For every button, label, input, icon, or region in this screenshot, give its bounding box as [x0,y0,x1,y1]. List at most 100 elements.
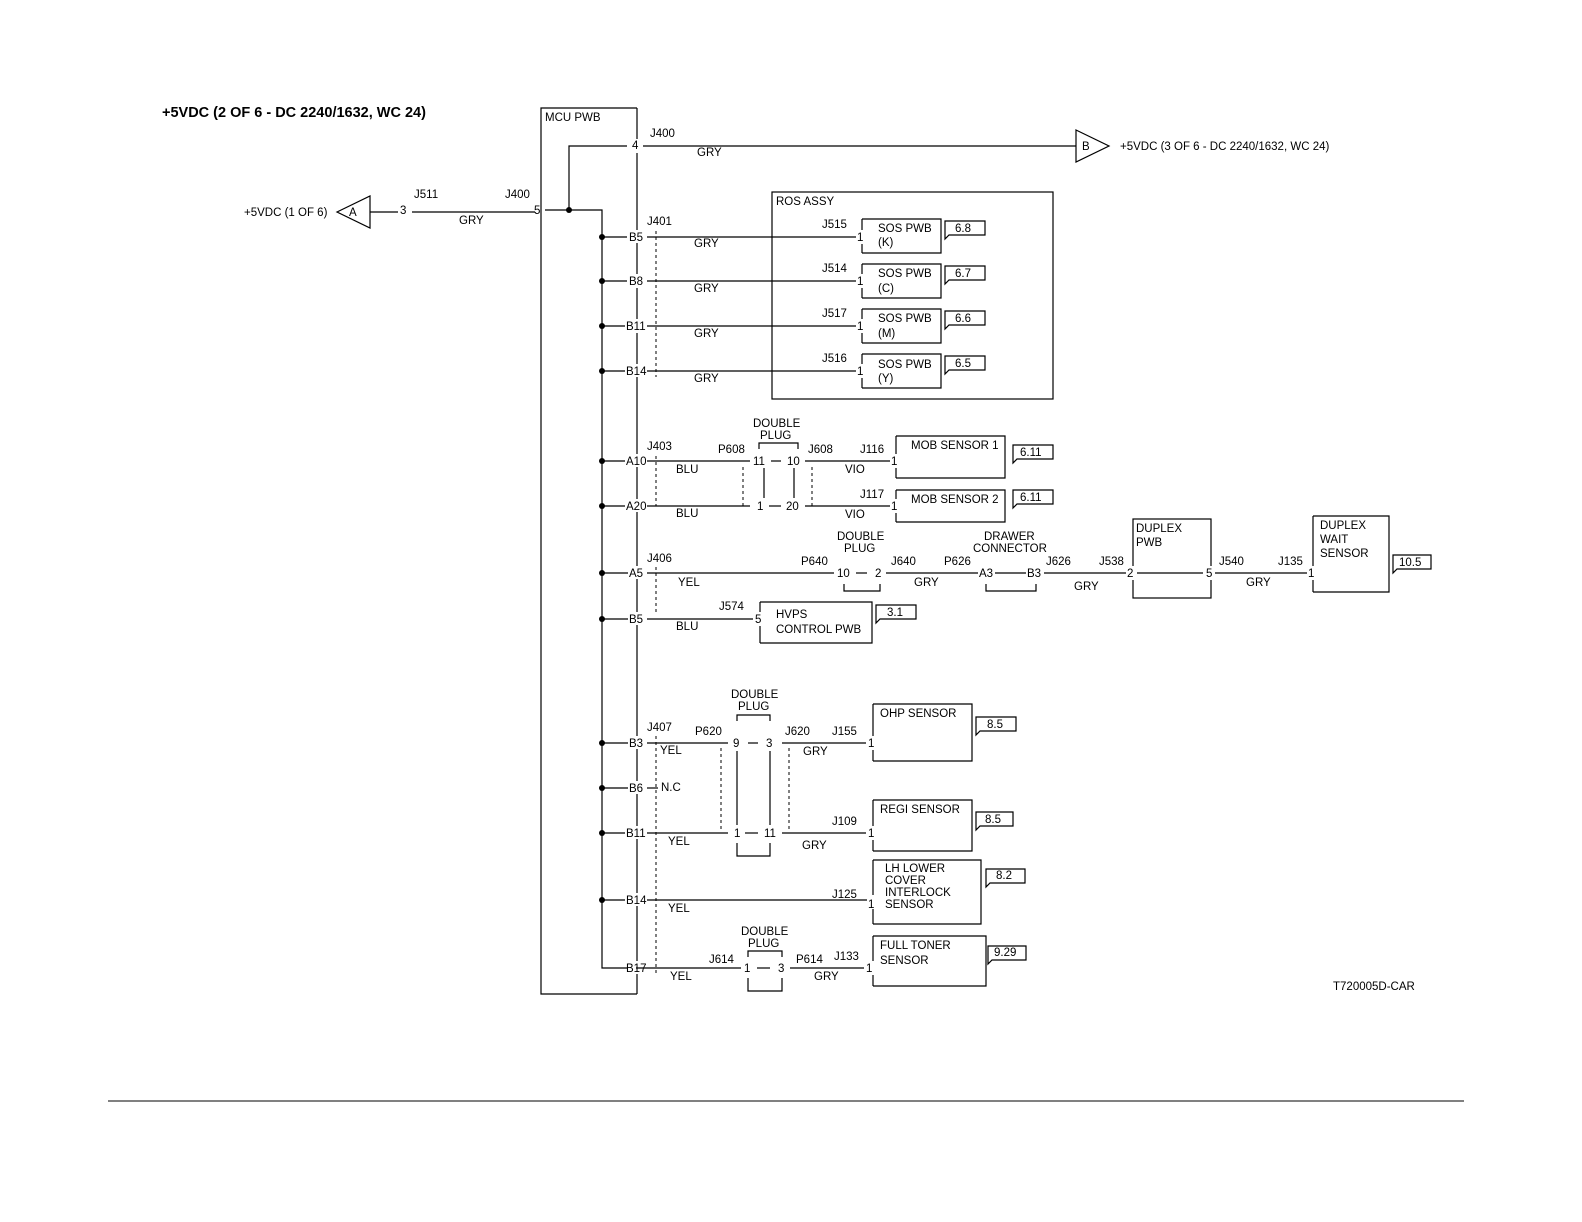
duplex-sensor-line1: DUPLEX [1320,520,1366,532]
wire-yel-b3: YEL [660,745,682,757]
wire-gry-toner: GRY [814,971,839,983]
lh-line4: SENSOR [885,899,934,911]
p640-label: P640 [801,556,828,568]
regi-pin: 1 [868,828,874,840]
double-plug-1 [758,442,799,498]
p620-label: P620 [695,726,722,738]
hvps-pin: 5 [755,614,761,626]
input-pin-3: 3 [400,205,406,217]
mob-sensor-2-name: MOB SENSOR 2 [911,494,999,506]
mob1-pin: 1 [891,456,897,468]
ref-tag-sos-c: 6.7 [944,265,986,286]
regi-sensor-name: REGI SENSOR [880,804,960,816]
pin-b6: B6 [629,783,643,795]
j133-label: J133 [834,951,859,963]
input-wire-color: GRY [459,215,484,227]
ref-tag-toner: 9.29 [987,945,1027,966]
wire-gry-sos-m: GRY [694,328,719,340]
p626-label: P626 [944,556,971,568]
ref-duplex: 10.5 [1399,557,1421,569]
sos-m-name: SOS PWB [878,313,932,325]
wire-gry-sos-c: GRY [694,283,719,295]
sos-y-sub: (Y) [878,373,894,385]
ref-tag-regi: 8.5 [975,811,1014,832]
mob2-pin: 1 [891,501,897,513]
j620-label: J620 [785,726,810,738]
double-plug-3-line1: DOUBLE [731,689,779,701]
j574-label: J574 [719,601,745,613]
lh-lower-cover-interlock-sensor: LH LOWER COVER INTERLOCK SENSOR [872,859,982,925]
j109-label: J109 [832,816,857,828]
j117-label: J117 [860,489,884,501]
ros-assy-box: ROS ASSY [771,191,1054,400]
sos-c-pin: 1 [857,276,863,288]
p608-label: P608 [718,444,745,456]
wire-gry-j626: GRY [1074,581,1099,593]
hvps-control-pwb: HVPS CONTROL PWB [759,601,873,644]
wire-gry-sos-k: GRY [694,238,719,250]
double-plug-1-line1: DOUBLE [753,418,801,430]
bus-junctions [599,234,605,903]
j626-label: J626 [1046,556,1071,568]
wire-vio-1: VIO [845,464,865,476]
wire-gry-j640: GRY [914,577,939,589]
ref-sos-c: 6.7 [955,268,971,280]
j608-pin20: 20 [786,501,799,513]
toner-line2: SENSOR [880,955,929,967]
mcu-pin-labels: B5 B8 B11 B14 A10 A20 A5 B5 B3 B6 B11 B1… [626,232,647,975]
lh-pin: 1 [868,899,874,911]
double-plug-4-line1: DOUBLE [741,926,789,938]
j135-label: J135 [1278,556,1303,568]
drawer-connector-line1: DRAWER [984,531,1035,543]
ohp-sensor-name: OHP SENSOR [880,708,956,720]
j407-label: J407 [647,722,672,734]
sos-pwb-m: SOS PWB (M) [861,308,942,344]
ref-hvps: 3.1 [887,607,903,619]
duplex-pwb-in-pin-2: 2 [1127,568,1133,580]
duplex-pwb: DUPLEX PWB 2 5 [1126,518,1218,599]
j540-label: J540 [1219,556,1244,568]
j538-label: J538 [1099,556,1124,568]
pin-b14a: B14 [626,366,647,378]
double-plug-3-line2: PLUG [738,701,769,713]
p620-pin9: 9 [733,738,739,750]
ref-ohp: 8.5 [987,719,1003,731]
mcu-pwb-box: MCU PWB [540,107,638,995]
wire-gry-sos-y: GRY [694,373,719,385]
j401-label: J401 [647,216,672,228]
ref-tag-duplex: 10.5 [1392,554,1432,575]
ref-tag-mob2: 6.11 [1012,489,1054,510]
wire-yel-b17: YEL [670,971,692,983]
sos-k-pin: 1 [857,232,863,244]
ref-tag-mob1: 6.11 [1012,444,1054,465]
wire-vio-2: VIO [845,509,865,521]
ref-lh: 8.2 [996,870,1012,882]
j608-pin10: 10 [787,456,800,468]
sos-k-name: SOS PWB [878,223,932,235]
wire-gry-top: GRY [697,147,722,159]
pin-a20: A20 [626,501,646,513]
pin-b8: B8 [629,276,643,288]
internal-bus [545,209,628,969]
diagram-title: +5VDC (2 OF 6 - DC 2240/1632, WC 24) [162,105,426,121]
figure-id: T720005D-CAR [1333,981,1415,993]
j517-label: J517 [822,308,847,320]
sos-m-sub: (M) [878,328,895,340]
pin-a10: A10 [626,456,646,468]
p608-pin11: 11 [753,456,765,468]
j400-label-top: J400 [650,128,675,140]
p614-pin3: 3 [778,963,784,975]
pin-b3: B3 [629,738,643,750]
wire-blu-b5: BLU [676,621,698,633]
toner-line1: FULL TONER [880,940,951,952]
drawer-connector-line2: CONNECTOR [973,543,1047,555]
j125-label: J125 [832,889,857,901]
sos-k-sub: (K) [878,237,894,249]
mob-sensor-2: MOB SENSOR 2 [895,489,1006,523]
duplex-wait-sensor: DUPLEX WAIT SENSOR [1312,515,1390,593]
lh-line2: COVER [885,875,926,887]
ref-tag-hvps: 3.1 [875,604,917,625]
j614-pin1: 1 [744,963,750,975]
j400-label-input: J400 [505,189,530,201]
